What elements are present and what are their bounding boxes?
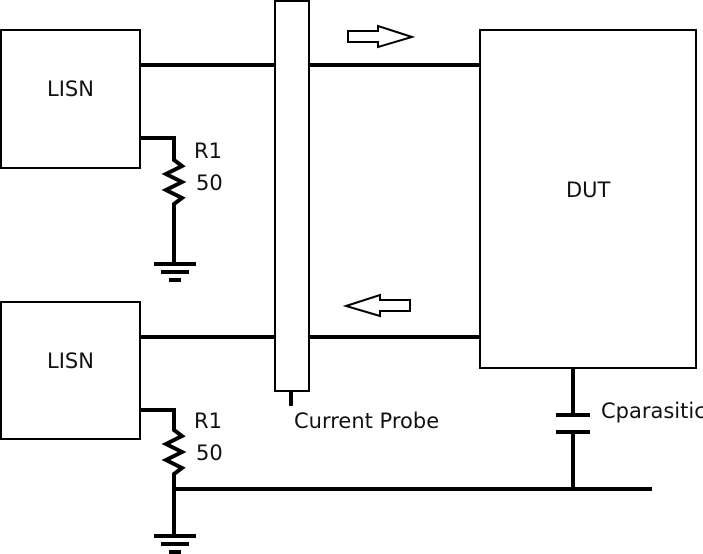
r1-bottom-value: 50 [196,441,223,465]
ground-bottom-icon [154,534,196,554]
lisn-bottom-box [0,301,141,440]
ground-top-icon [154,262,196,282]
dut-box [479,29,697,369]
resistor-bottom [140,408,187,536]
r1-top-label: R1 [194,139,222,163]
lisn-bottom-label: LISN [47,349,94,373]
left-arrow-icon [342,293,411,318]
lisn-top-box [0,29,141,169]
resistor-top [140,136,187,264]
current-probe-body [274,0,310,392]
right-arrow-icon [347,24,416,49]
capacitor-label: Cparasitic [601,399,703,423]
lisn-top-label: LISN [47,77,94,101]
current-probe-label: Current Probe [294,409,439,433]
r1-top-value: 50 [196,171,223,195]
r1-bottom-label: R1 [194,409,222,433]
dut-label: DUT [566,178,611,202]
